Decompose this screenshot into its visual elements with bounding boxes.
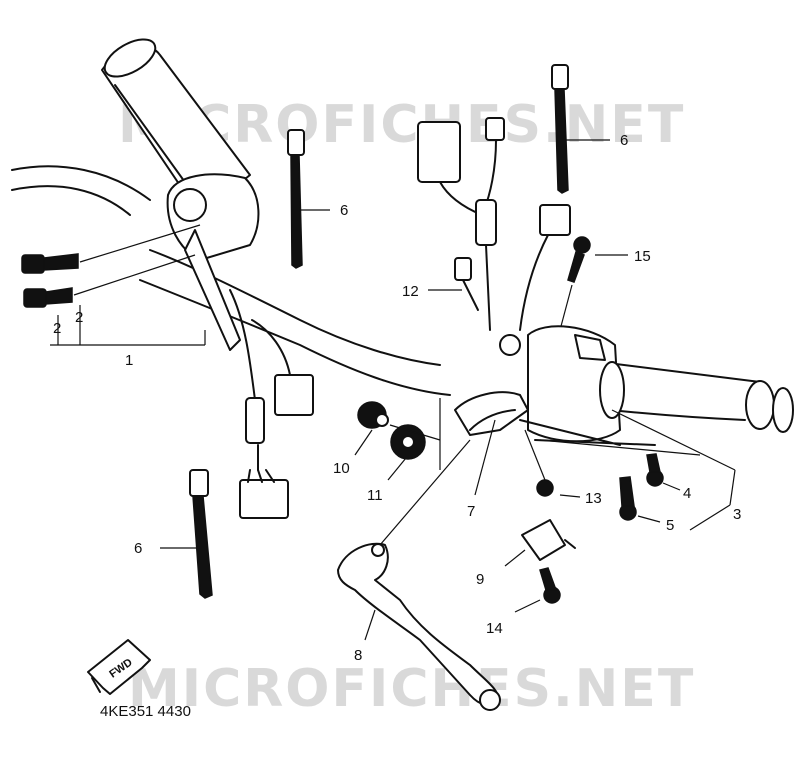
watermark-bottom: MICROFICHES.NET: [128, 659, 695, 719]
callout-3: 3: [733, 506, 741, 523]
bolt-part-12: [454, 257, 479, 311]
callout-13: 13: [585, 490, 602, 507]
cable-tie-lower-left: [189, 469, 213, 599]
right-switch-body: [454, 325, 656, 446]
cable-tie-upper-left: [287, 129, 305, 269]
screw-part-14: [539, 567, 561, 604]
callout-6-upper-right: 6: [620, 132, 628, 149]
callout-2-right: 2: [75, 309, 83, 326]
right-switch-wiring: [417, 117, 571, 331]
callout-8: 8: [354, 647, 362, 664]
bolt-part-2-upper: [21, 253, 79, 274]
screw-part-15: [559, 236, 591, 331]
bolt-part-2-lower: [23, 287, 73, 308]
handlebar-left: [11, 165, 451, 396]
left-switch-wiring: [229, 289, 314, 519]
callout-11: 11: [367, 487, 383, 504]
callout-10: 10: [333, 460, 350, 477]
callout-7: 7: [467, 503, 475, 520]
left-lever-holder: [166, 173, 260, 351]
switch-part-9: [521, 519, 576, 561]
cable-tie-upper-right: [551, 64, 569, 194]
nut-part-10: [357, 401, 389, 429]
callout-14: 14: [486, 620, 503, 637]
callout-6-upper-left: 6: [340, 202, 348, 219]
left-grip: [101, 38, 251, 216]
forward-direction-arrow-icon: FWD: [87, 639, 151, 695]
leader-lines: [50, 139, 736, 641]
handlebar-right: [599, 361, 794, 433]
screw-part-5: [619, 476, 637, 521]
callout-15: 15: [634, 248, 651, 265]
nut-part-13: [524, 429, 554, 497]
callout-12: 12: [402, 283, 419, 300]
callout-5: 5: [666, 517, 674, 534]
callout-6-lower-left: 6: [134, 540, 142, 557]
callout-2-left: 2: [53, 320, 61, 337]
lever-part-8: [337, 542, 501, 711]
screw-part-4: [646, 453, 664, 487]
callout-1: 1: [125, 352, 133, 369]
diagram-code: 4KE351 4430: [100, 703, 191, 720]
callout-9: 9: [476, 571, 484, 588]
callout-4: 4: [683, 485, 691, 502]
